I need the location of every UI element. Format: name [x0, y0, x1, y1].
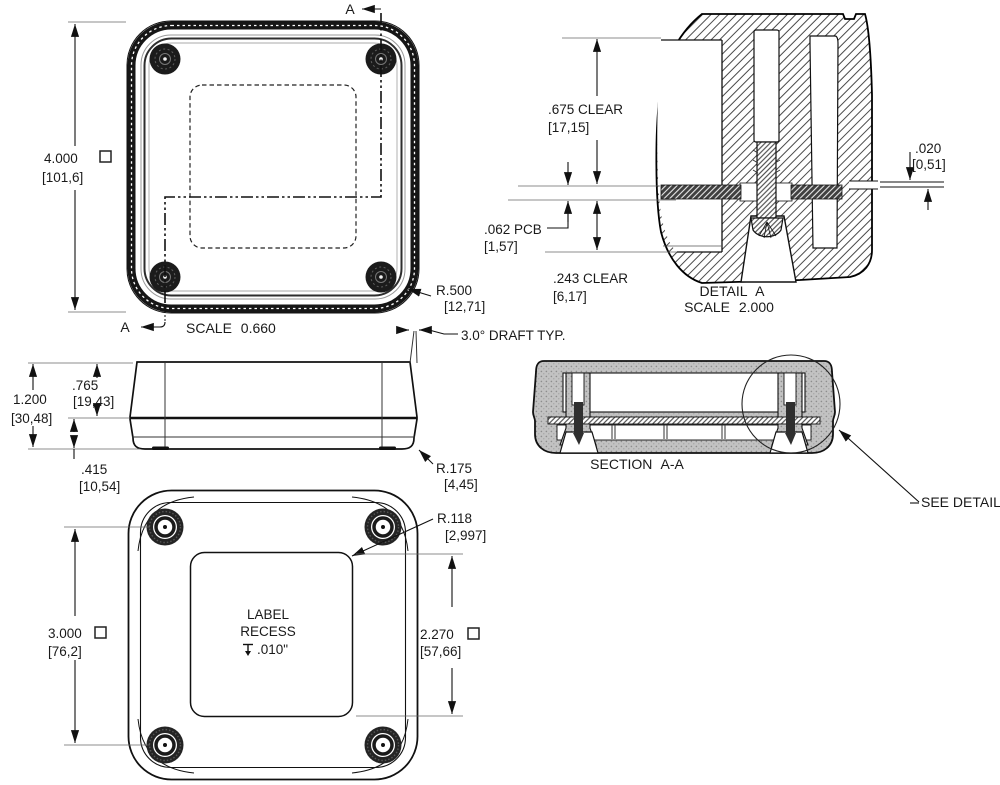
recess-size-dim-mm: [57,66] — [420, 644, 461, 659]
detail-top-clearance: .675 CLEAR — [548, 102, 623, 117]
square-symbol-icon — [99, 150, 112, 163]
top-view-outer-edge — [126, 20, 420, 314]
detail-pcb-thickness-mm: [1,57] — [484, 239, 518, 254]
depth-symbol-icon — [243, 643, 253, 656]
section-label-bottom: A — [120, 319, 130, 335]
top-view: A A 4.000 [101,6] R.500 [12,71] SCALE 0.… — [42, 1, 485, 336]
corner-boss-bottom-right — [365, 261, 397, 293]
r500-leader — [407, 288, 432, 297]
recess-radius: R.118 — [437, 511, 472, 526]
top-size-dim: 4.000 — [44, 151, 78, 166]
screw-boss-top-left — [146, 508, 184, 546]
bottom-view: LABEL RECESS .010" R.118 [2,997] 3.000 [… — [48, 489, 486, 781]
label-recess — [189, 551, 354, 718]
section-screw-right — [786, 402, 795, 434]
corner-boss-top-left — [149, 43, 181, 75]
side-base-height: .415 — [81, 462, 107, 477]
top-corner-radius-mm: [12,71] — [444, 299, 485, 314]
square-symbol-icon — [467, 627, 480, 640]
side-overall-height: 1.200 — [13, 392, 47, 407]
detail-title: DETAIL A — [700, 283, 766, 299]
detail-circle — [741, 354, 841, 454]
foot-recess-left — [152, 446, 169, 450]
label-recess-text-2: RECESS — [240, 624, 296, 639]
foot-recess-right — [379, 446, 396, 450]
section-aa-view: SEE DETAIL SECTION A-A — [532, 354, 1000, 510]
recess-radius-mm: [2,997] — [445, 528, 486, 543]
top-scale-note: SCALE 0.660 — [186, 320, 276, 336]
side-lid-height-mm: [19,43] — [73, 394, 114, 409]
side-view: 3.0° DRAFT TYP. .765 [19,43] 1.200 [30,4… — [11, 325, 565, 494]
see-detail-leader — [838, 429, 920, 503]
pcb-section-left — [660, 184, 742, 200]
bottom-inner-edge — [139, 501, 407, 769]
detail-top-clearance-mm: [17,15] — [548, 120, 589, 135]
detail-bottom-clearance-mm: [6,17] — [553, 289, 587, 304]
screw-boss-bottom-left — [146, 726, 184, 764]
screw-shank — [756, 141, 777, 219]
corner-boss-top-right — [365, 43, 397, 75]
detail-pcb-thickness: .062 PCB — [484, 222, 542, 237]
top-view-band-dotted-line — [130, 24, 416, 310]
section-cut-line — [164, 13, 382, 311]
side-outline — [129, 361, 418, 450]
top-size-dim-mm: [101,6] — [42, 170, 83, 185]
side-overall-height-mm: [30,48] — [11, 411, 52, 426]
side-corner-radius: R.175 — [436, 461, 472, 476]
screw-boss-bottom-right — [364, 726, 402, 764]
top-corner-radius: R.500 — [436, 283, 472, 298]
label-recess-depth: .010" — [257, 642, 288, 657]
screw-channel — [753, 29, 780, 143]
detail-a-view: .675 CLEAR [17,15] .062 PCB [1,57] .243 … — [484, 13, 946, 315]
draft-note: 3.0° DRAFT TYP. — [461, 328, 565, 343]
section-screw-left — [574, 402, 583, 434]
side-lid-height: .765 — [72, 378, 98, 393]
side-wall-channel — [809, 35, 839, 249]
detail-scale-note: SCALE 2.000 — [684, 299, 774, 315]
screw-boss-top-right — [364, 508, 402, 546]
detail-lid-gap: .020 — [915, 141, 941, 156]
detail-lid-gap-mm: [0,51] — [912, 157, 946, 172]
section-arrow-bottom — [141, 321, 166, 332]
recess-size-dim: 2.270 — [420, 627, 454, 642]
pcb-section-right — [790, 184, 843, 200]
section-label-top: A — [345, 1, 355, 17]
side-corner-radius-mm: [4,45] — [444, 477, 478, 492]
hole-spacing-dim-mm: [76,2] — [48, 644, 82, 659]
detail-cavity — [657, 40, 722, 252]
section-upper-cavity — [562, 372, 806, 413]
hole-spacing-dim: 3.000 — [48, 626, 82, 641]
lid-gap-slit — [849, 181, 881, 189]
label-recess-hidden-outline — [189, 84, 357, 249]
r118-leader — [351, 518, 434, 557]
see-detail-callout: SEE DETAIL — [921, 494, 1000, 510]
section-lower-cavity — [556, 424, 812, 441]
side-base-height-mm: [10,54] — [79, 479, 120, 494]
square-symbol-icon — [94, 626, 107, 639]
bottom-outer-edge — [127, 489, 419, 781]
label-recess-text-1: LABEL — [247, 607, 290, 622]
section-pcb — [547, 416, 821, 425]
screw-tip — [750, 217, 784, 238]
section-title: SECTION A-A — [590, 456, 684, 472]
detail-bottom-clearance: .243 CLEAR — [553, 271, 628, 286]
